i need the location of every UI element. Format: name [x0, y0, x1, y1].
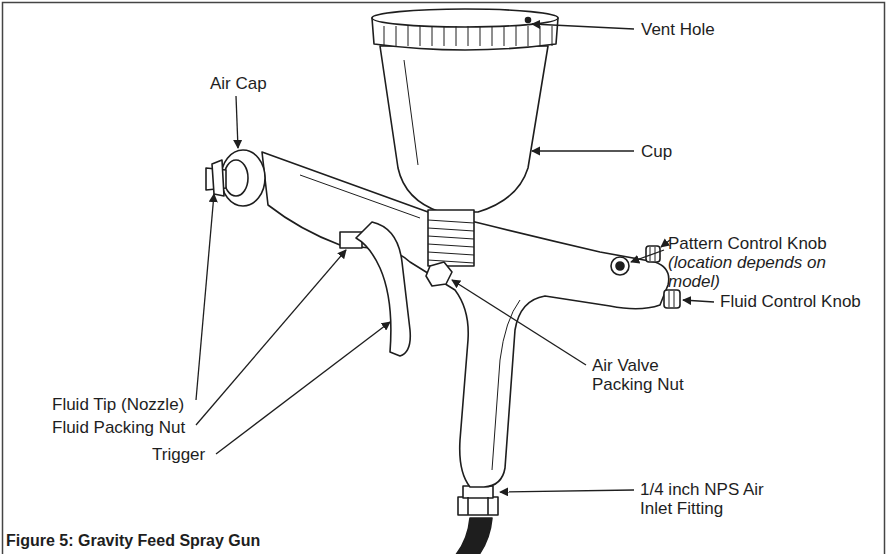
leader-line	[452, 280, 586, 365]
knurl-line	[552, 26, 553, 46]
knurl-line	[468, 26, 469, 46]
part-label: Cup	[641, 142, 672, 161]
thread-line	[428, 252, 474, 255]
knurl-line	[432, 26, 433, 46]
knurl-line	[492, 26, 493, 46]
leader-line	[216, 322, 390, 454]
leader-line	[236, 96, 238, 148]
part-label: Fluid Tip (Nozzle)	[52, 395, 184, 414]
leader-line	[532, 150, 634, 151]
cup-neck	[428, 210, 474, 266]
label-group: Trigger	[152, 445, 205, 464]
inlet-hex	[458, 497, 498, 515]
label-group: Vent Hole	[641, 20, 715, 39]
figure-caption: Figure 5: Gravity Feed Spray Gun	[6, 531, 260, 550]
knurl-line	[420, 26, 421, 46]
knurl-line	[444, 26, 445, 46]
thread-line	[428, 260, 474, 263]
frame	[3, 3, 885, 554]
vent-hole	[526, 18, 531, 23]
part-label: Air Valve Packing Nut	[592, 356, 684, 394]
label-group: Air Cap	[210, 74, 267, 93]
label-group: Fluid Control Knob	[720, 292, 861, 311]
part-label: 1/4 inch NPS Air Inlet Fitting	[640, 480, 764, 518]
knurl-line	[516, 26, 517, 46]
air-cap	[221, 150, 265, 206]
cup	[380, 46, 548, 212]
part-label: (location depends on model)	[668, 253, 826, 291]
knurl-line	[480, 26, 481, 46]
pattern-knob	[611, 257, 629, 275]
label-group: Pattern Control Knob (location depends o…	[668, 234, 838, 291]
leader-line	[683, 300, 714, 302]
part-label: Vent Hole	[641, 20, 715, 39]
thread-line	[428, 236, 474, 239]
part-label: Air Cap	[210, 74, 267, 93]
leader-line	[500, 490, 634, 492]
thread-line	[428, 220, 474, 223]
label-group: 1/4 inch NPS Air Inlet Fitting	[640, 480, 790, 518]
knurl-line	[504, 26, 505, 46]
knurl-line	[384, 26, 385, 46]
knurl-line	[540, 26, 541, 46]
leader-line	[196, 194, 214, 400]
part-label: Fluid Packing Nut	[52, 418, 185, 437]
label-group: Cup	[641, 142, 672, 161]
label-group: Air Valve Packing Nut	[592, 356, 704, 394]
part-label: Pattern Control Knob	[668, 234, 827, 253]
part-label: Trigger	[152, 445, 205, 464]
air-valve-packing-nut	[426, 262, 452, 286]
leader-line	[532, 24, 634, 29]
knurl-line	[408, 26, 409, 46]
label-group: Fluid Packing Nut	[52, 418, 185, 437]
lid-top	[372, 9, 558, 27]
thread-line	[428, 244, 474, 247]
thread-line	[428, 228, 474, 231]
trigger	[356, 222, 410, 356]
leader-line	[631, 250, 664, 262]
fluid-control-knob	[664, 290, 680, 308]
knurl-line	[456, 26, 457, 46]
leader-line	[196, 250, 346, 425]
label-group: Fluid Tip (Nozzle)	[52, 395, 184, 414]
knurl-line	[528, 26, 529, 46]
knurl-line	[396, 26, 397, 46]
part-label: Fluid Control Knob	[720, 292, 861, 311]
air-hose	[455, 518, 492, 554]
